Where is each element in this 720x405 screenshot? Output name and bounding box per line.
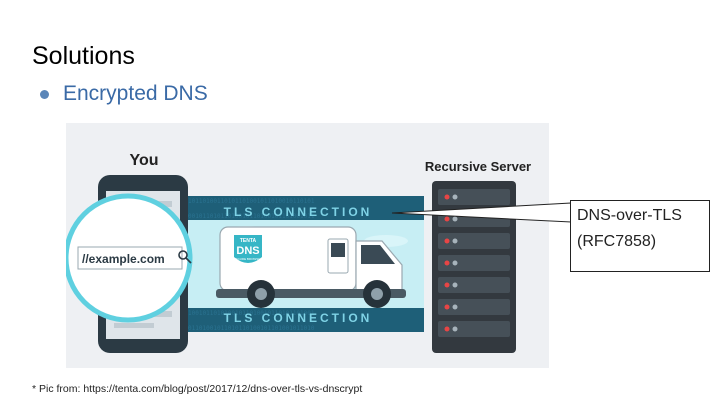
server-rack <box>432 181 516 353</box>
recursive-server-label: Recursive Server <box>425 159 531 174</box>
tenta-dns-logo: TENTA DNS SECURE BROWSER <box>234 235 264 263</box>
svg-text:010010110100101101011010010110: 0100101101001011010110100101101001011010 <box>170 325 315 332</box>
svg-text:101101001011010100101101001011: 1011010010110101001011010010110101101001 <box>170 310 315 317</box>
truck-logo-main: DNS <box>236 245 259 257</box>
tls-connection-bottom-label: TLS CONNECTION <box>224 311 373 325</box>
tls-pipe-bottom <box>166 308 424 332</box>
bullet-item: Encrypted DNS <box>40 82 208 106</box>
callout-line-1: DNS-over-TLS <box>577 207 682 224</box>
callout-box <box>570 200 710 272</box>
truck-wheel-front <box>363 280 391 308</box>
binary-pattern: 1001010110100110101101001011010010110101… <box>170 198 315 332</box>
truck-logo-sub: SECURE BROWSER <box>234 257 264 261</box>
bullet-text: Encrypted DNS <box>63 82 208 105</box>
bullet-dot-icon <box>40 89 49 99</box>
callout-line-2: (RFC7858) <box>577 233 657 250</box>
svg-text:100101011010011010110100101101: 1001010110100110101101001011010010110101 <box>170 198 315 205</box>
you-label: You <box>129 152 158 169</box>
armored-truck: TENTA DNS SECURE BROWSER <box>216 226 406 308</box>
slide-title: Solutions <box>32 42 135 70</box>
footnote: * Pic from: https://tenta.com/blog/post/… <box>32 383 363 395</box>
truck-logo-top: TENTA <box>240 238 257 244</box>
tls-connection-top-label: TLS CONNECTION <box>224 205 373 219</box>
magnifier: //example.com <box>66 193 193 323</box>
search-icon <box>178 250 192 264</box>
svg-text:011010010110101101001011010010: 0110100101101011010010110100101101001011 <box>170 213 315 220</box>
url-text: //example.com <box>82 252 165 266</box>
dns-over-tls-illustration: 1001010110100110101101001011010010110101… <box>66 123 549 368</box>
callout-text: DNS-over-TLS (RFC7858) <box>577 203 682 255</box>
truck-wheel-rear <box>247 280 275 308</box>
tls-pipe-top <box>166 196 424 220</box>
